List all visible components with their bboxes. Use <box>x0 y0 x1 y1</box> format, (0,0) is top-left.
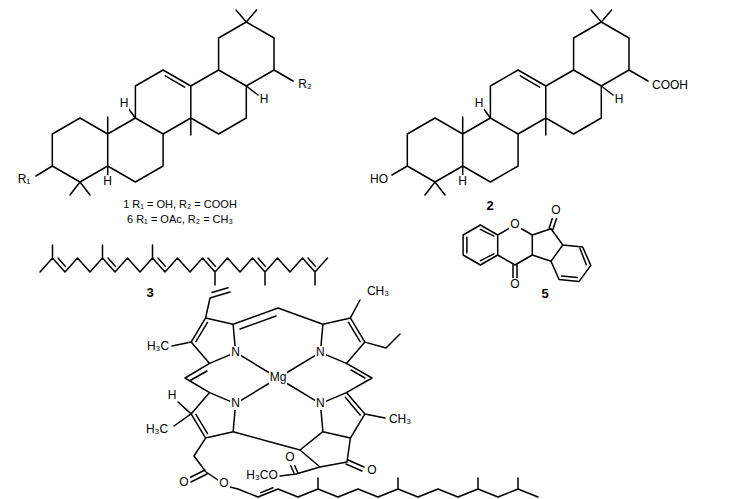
substituent-label: CH₃ <box>388 413 412 426</box>
xanthone-indanone-structure <box>463 214 591 281</box>
substituent-label: R₁ <box>17 173 32 186</box>
atom-label: N <box>315 346 326 359</box>
atom-label: O <box>509 278 520 291</box>
compound-number: 2 <box>485 199 494 213</box>
atom-label: N <box>230 397 241 410</box>
atom-label: O <box>366 464 377 477</box>
atom-label: O <box>509 218 520 231</box>
triterpene-skeleton-1 <box>36 10 293 195</box>
bond-lines <box>40 245 328 285</box>
substituent-label: H₃CO <box>245 469 279 482</box>
atom-label: N <box>315 397 326 410</box>
atom-label: O <box>218 477 229 490</box>
triterpene-skeleton-2 <box>392 10 648 195</box>
atom-label: O <box>178 476 189 489</box>
bond-lines <box>463 214 591 281</box>
compound-number: 5 <box>540 287 549 301</box>
compound-caption: 1 R₁ = OH, R₂ = COOH <box>122 198 238 210</box>
atom-label: O <box>550 204 561 217</box>
atom-label: O <box>284 451 295 464</box>
squalene-chain <box>40 245 328 285</box>
bond-lines <box>392 10 648 195</box>
substituent-label: HO <box>369 173 389 186</box>
atom-label: H <box>474 97 485 110</box>
bond-lines <box>36 10 293 195</box>
atom-label: H <box>259 93 270 106</box>
atom-label: H <box>119 97 130 110</box>
compound-caption: 6 R₁ = OAc, R₂ = CH₃ <box>126 213 234 225</box>
substituent-label: CH₃ <box>366 285 390 298</box>
atom-label: Mg <box>269 371 288 384</box>
substituent-label: H₃C <box>146 340 170 353</box>
chlorophyll-structure <box>172 288 538 497</box>
bond-lines <box>172 288 538 497</box>
atom-label: H <box>457 175 468 188</box>
atom-label: H <box>614 93 625 106</box>
substituent-label: COOH <box>651 79 689 92</box>
atom-label: N <box>230 346 241 359</box>
substituent-label: H₃C <box>145 423 169 436</box>
atom-label: H <box>167 389 178 402</box>
atom-label: H <box>102 175 113 188</box>
compound-number: 3 <box>145 286 154 300</box>
substituent-label: R₂ <box>297 78 312 91</box>
